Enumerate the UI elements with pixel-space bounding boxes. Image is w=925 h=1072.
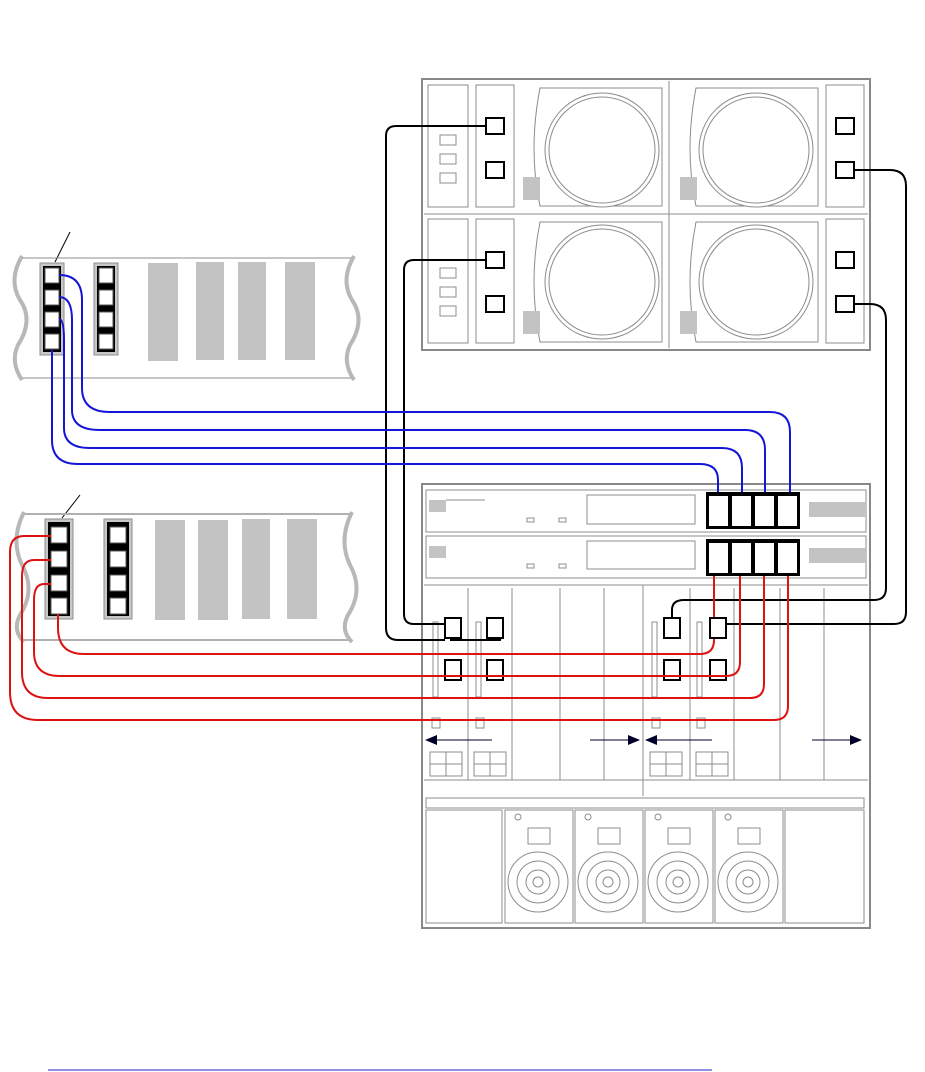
host-server-top bbox=[14, 232, 358, 380]
hba-top-card2-port-3[interactable] bbox=[99, 312, 113, 327]
disk-tray-1 bbox=[428, 85, 864, 207]
switch-1-port-4[interactable] bbox=[778, 496, 797, 526]
hba-top-port-4[interactable] bbox=[45, 334, 59, 349]
controller-1-port-b-top[interactable] bbox=[487, 618, 503, 638]
tray2-port-b[interactable] bbox=[486, 296, 504, 312]
tray1-port-d[interactable] bbox=[836, 162, 854, 178]
tray2-fan-1 bbox=[545, 225, 659, 339]
tray2-fan-2 bbox=[699, 225, 813, 339]
host-bottom-break-right bbox=[344, 512, 356, 642]
controller-2-port-b-top[interactable] bbox=[710, 618, 726, 638]
controller-2-port-a-top[interactable] bbox=[664, 618, 680, 638]
tray1-port-a[interactable] bbox=[486, 118, 504, 134]
host-server-bottom bbox=[16, 495, 356, 642]
switch-unit-1 bbox=[426, 490, 866, 532]
tray2-port-a[interactable] bbox=[486, 252, 504, 268]
power-supply-3 bbox=[645, 810, 713, 923]
hba-top-card2-port-4[interactable] bbox=[99, 334, 113, 349]
switch-1-port-2[interactable] bbox=[732, 496, 751, 526]
hba-top-port-1[interactable] bbox=[45, 268, 59, 283]
hba-top-card2-port-1[interactable] bbox=[99, 268, 113, 283]
switch-2-port-3[interactable] bbox=[755, 543, 774, 573]
host-top-slot-2 bbox=[196, 262, 224, 360]
switch-1-port-3[interactable] bbox=[755, 496, 774, 526]
hba-bottom-port-3[interactable] bbox=[51, 575, 67, 591]
tray2-port-d[interactable] bbox=[836, 296, 854, 312]
host-top-slot-4 bbox=[285, 262, 315, 360]
hba-bottom-port-4[interactable] bbox=[51, 598, 67, 614]
hba-bottom-port-2[interactable] bbox=[51, 551, 67, 567]
switch-1-port-1[interactable] bbox=[709, 496, 728, 526]
host-bottom-slot-4 bbox=[287, 519, 317, 619]
switch-2-port-4[interactable] bbox=[778, 543, 797, 573]
hba-bottom-card2-port-1[interactable] bbox=[110, 527, 126, 543]
host-bottom-slot-3 bbox=[242, 519, 270, 619]
hba-bottom-card2-port-3[interactable] bbox=[110, 575, 126, 591]
host-bottom-slot-1 bbox=[155, 520, 185, 620]
host-top-break-right bbox=[346, 256, 358, 380]
tray1-fan-2 bbox=[699, 93, 813, 207]
disk-tray-stack bbox=[422, 79, 870, 350]
disk-tray-2 bbox=[428, 219, 864, 343]
hba-top-card2-port-2[interactable] bbox=[99, 290, 113, 305]
host-top-slot-3 bbox=[238, 262, 266, 360]
hba-top-port-2[interactable] bbox=[45, 290, 59, 305]
controller-enclosure bbox=[422, 484, 870, 928]
tray1-port-c[interactable] bbox=[836, 118, 854, 134]
host-top-break-left bbox=[14, 256, 26, 380]
host-bottom-slot-2 bbox=[198, 520, 228, 620]
switch-2-port-2[interactable] bbox=[732, 543, 751, 573]
hba-bottom-port-1[interactable] bbox=[51, 527, 67, 543]
power-supply-1 bbox=[505, 810, 573, 923]
host-top-slot-1 bbox=[148, 263, 178, 361]
hba-top-port-3[interactable] bbox=[45, 312, 59, 327]
power-supply-bay bbox=[426, 810, 864, 923]
power-supply-2 bbox=[575, 810, 643, 923]
tray1-port-b[interactable] bbox=[486, 162, 504, 178]
switch-unit-2 bbox=[426, 536, 866, 578]
power-supply-4 bbox=[715, 810, 783, 923]
hba-bottom-card2-port-2[interactable] bbox=[110, 551, 126, 567]
switch-2-port-1[interactable] bbox=[709, 543, 728, 573]
tray2-port-c[interactable] bbox=[836, 252, 854, 268]
hba-bottom-card2-port-4[interactable] bbox=[110, 598, 126, 614]
controller-1-port-a-top[interactable] bbox=[445, 618, 461, 638]
tray1-fan-1 bbox=[545, 93, 659, 207]
